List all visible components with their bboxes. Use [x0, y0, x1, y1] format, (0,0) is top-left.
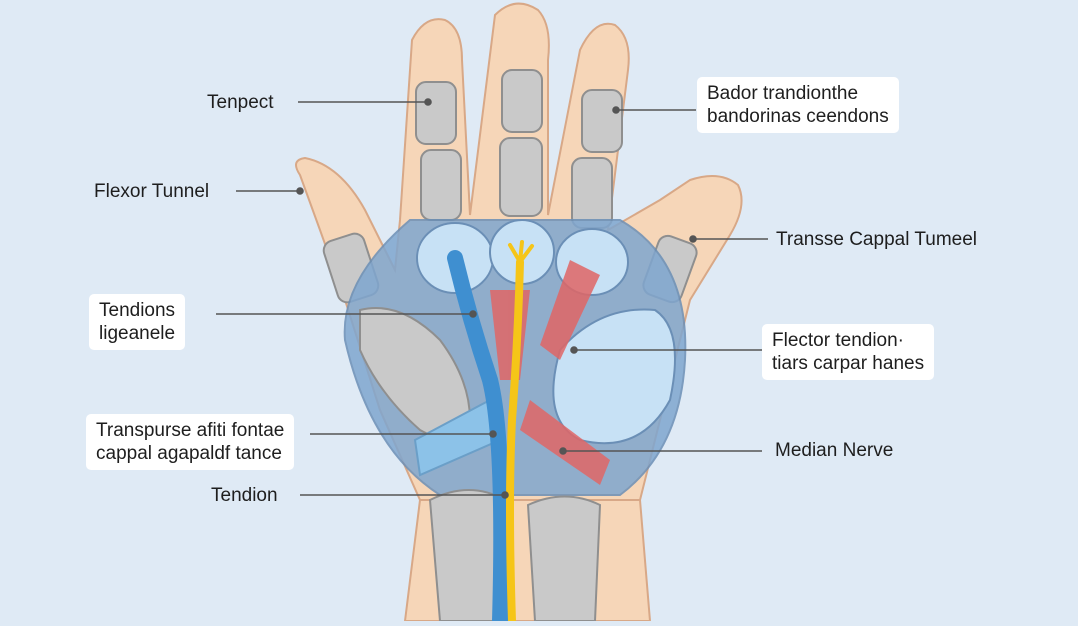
label-bador-line-2: bandorinas ceendons [707, 106, 889, 127]
label-tendions-line-2: ligeanele [99, 323, 176, 344]
label-tenpect: Tenpect [207, 92, 274, 113]
wrist-bones [428, 489, 602, 622]
leader-lines [216, 98, 768, 499]
label-bador: Bador trandionthe bandorinas ceendons [697, 77, 899, 133]
label-transpurse-line-2: cappal agapaldf tance [96, 443, 282, 464]
label-median-nerve: Median Nerve [775, 440, 894, 461]
label-transpurse-line-1: Transpurse afiti fontae [96, 420, 285, 441]
label-bador-line-1: Bador trandionthe [707, 83, 859, 104]
label-flector-line-1: Flector tendion· [772, 330, 905, 351]
flexor-tendon [447, 250, 510, 626]
label-flector: Flector tendion· tiars carpar hanes [762, 324, 935, 380]
median-nerve [506, 258, 524, 625]
median-nerve-branches [508, 240, 534, 264]
label-transpurse: Transpurse afiti fontae cappal agapaldf … [86, 414, 295, 470]
label-tendions-line-1: Tendions [99, 300, 176, 321]
label-flexor-tunnel: Flexor Tunnel [94, 181, 210, 202]
label-tendions-ligament: Tendions ligeanele [89, 294, 186, 350]
label-tendion: Tendion [211, 485, 278, 506]
label-flector-line-2: tiars carpar hanes [772, 353, 925, 374]
label-transse: Transse Cappal Tumeel [776, 229, 978, 250]
